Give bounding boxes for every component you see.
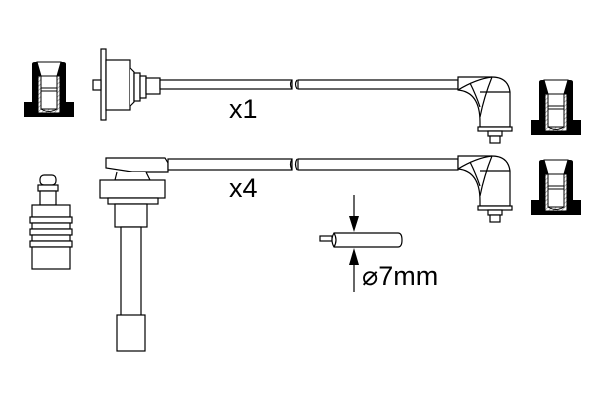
quantity-label-x4: x4	[229, 173, 258, 203]
rubber-boot-icon	[530, 79, 582, 136]
cable-cross-section-icon	[319, 232, 403, 248]
rubber-boot-icon	[530, 159, 582, 216]
diameter-label: ⌀7mm	[362, 261, 438, 291]
rubber-boot-icon	[23, 61, 75, 118]
coil-connector-icon	[92, 48, 161, 121]
spark-plug-elbow-connector-icon	[457, 155, 513, 223]
quantity-label-x1: x1	[229, 94, 258, 124]
dimension-arrows-icon	[349, 195, 359, 292]
cable-1	[159, 79, 459, 90]
cable-4	[167, 158, 459, 171]
distributor-terminal-icon	[99, 157, 169, 352]
spark-plug-icon	[29, 174, 73, 270]
spark-plug-elbow-connector-icon	[457, 76, 513, 144]
